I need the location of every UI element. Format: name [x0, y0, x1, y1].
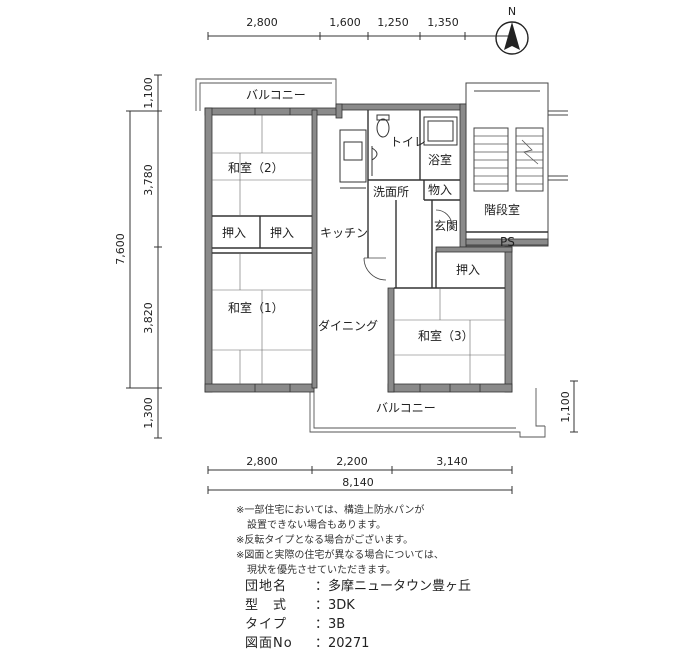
dim-left-2: 3,780 — [142, 164, 155, 196]
window-marks — [254, 108, 481, 392]
note-line: ※一部住宅においては、構造上防水パンが — [236, 505, 425, 516]
spec-value: ：3B — [315, 617, 346, 632]
dim-left-4: 1,300 — [142, 397, 155, 429]
spec-label: 図面No — [245, 636, 293, 651]
wash-basin-fixture — [371, 146, 378, 176]
spec-block: 団地名 ：多摩ニュータウン豊ヶ丘 型 式 ：3DK タイプ ：3B 図面No ：… — [245, 577, 545, 653]
label-entrance: 玄関 — [434, 218, 458, 233]
dim-top-4: 1,350 — [427, 16, 459, 29]
interior-partitions — [212, 110, 548, 289]
label-washitsu-2: 和室（2） — [228, 160, 284, 175]
label-dining: ダイニング — [318, 318, 378, 333]
spec-row-estate: 団地名 ：多摩ニュータウン豊ヶ丘 — [245, 577, 545, 596]
spec-value: ：20271 — [315, 636, 370, 651]
spec-row-type: 型 式 ：3DK — [245, 596, 545, 615]
note-line: 現状を優先させていただきます。 — [247, 565, 396, 576]
note-line: ※反転タイプとなる場合がございます。 — [236, 535, 414, 546]
floor-plan: 2,800 1,600 1,250 1,350 N 1,100 3,780 7,… — [114, 5, 578, 494]
label-bath: 浴室 — [428, 152, 452, 167]
spec-label: 型 式 — [245, 598, 288, 613]
label-stairwell: 階段室 — [484, 202, 520, 217]
dim-left-3: 3,820 — [142, 302, 155, 334]
dim-top-3: 1,250 — [377, 16, 409, 29]
kitchen-counter — [339, 129, 367, 189]
right-dimension-chain — [570, 380, 578, 433]
bathtub-fixture — [423, 116, 458, 146]
dim-left-total: 7,600 — [114, 233, 127, 265]
label-balcony-top: バルコニー — [246, 88, 306, 102]
spec-row-drawing: 図面No ：20271 — [245, 634, 545, 653]
dim-bottom-1: 2,800 — [246, 455, 278, 468]
label-washroom: 洗面所 — [373, 185, 409, 199]
label-oshiire-1: 押入 — [222, 226, 246, 240]
dim-top-1: 2,800 — [246, 16, 278, 29]
north-compass-icon: N — [495, 5, 529, 55]
label-kitchen: キッチン — [320, 226, 368, 240]
spec-value: ：多摩ニュータウン豊ヶ丘 — [315, 579, 472, 594]
balcony-outlines — [195, 78, 546, 438]
dim-top-2: 1,600 — [329, 16, 361, 29]
label-toilet: トイレ — [390, 135, 426, 149]
dim-bottom-3: 3,140 — [436, 455, 468, 468]
dim-bottom-total: 8,140 — [342, 476, 374, 489]
label-ps: PS — [500, 235, 515, 249]
stairwell-outline — [465, 82, 568, 247]
stair-treads — [474, 135, 543, 185]
label-oshiire-2: 押入 — [270, 226, 294, 240]
note-line: 設置できない場合もあります。 — [247, 520, 386, 531]
dim-bottom-2: 2,200 — [336, 455, 368, 468]
spec-label: タイプ — [245, 617, 288, 632]
bottom-dimension-chain — [207, 466, 513, 494]
dim-right-1: 1,100 — [559, 391, 572, 423]
spec-value: ：3DK — [315, 598, 355, 613]
tatami-lines — [212, 115, 505, 384]
left-dimension-chain — [126, 74, 162, 439]
north-label: N — [508, 5, 516, 18]
toilet-fixture — [376, 114, 390, 138]
label-oshiire-3: 押入 — [456, 263, 480, 277]
notes-block: ※一部住宅においては、構造上防水パンが 設置できない場合もあります。 ※反転タイ… — [236, 503, 536, 578]
label-washitsu-3: 和室（3） — [418, 328, 474, 343]
dim-left-1: 1,100 — [142, 77, 155, 109]
note-line: ※図面と実際の住宅が異なる場合については、 — [236, 550, 444, 561]
top-dimension-chain — [207, 32, 512, 40]
spec-row-subtype: タイプ ：3B — [245, 615, 545, 634]
label-washitsu-1: 和室（1） — [228, 300, 284, 315]
label-balcony-bottom: バルコニー — [376, 401, 436, 415]
door-swing — [363, 209, 453, 281]
label-storage: 物入 — [428, 183, 452, 197]
spec-label: 団地名 — [245, 579, 288, 594]
